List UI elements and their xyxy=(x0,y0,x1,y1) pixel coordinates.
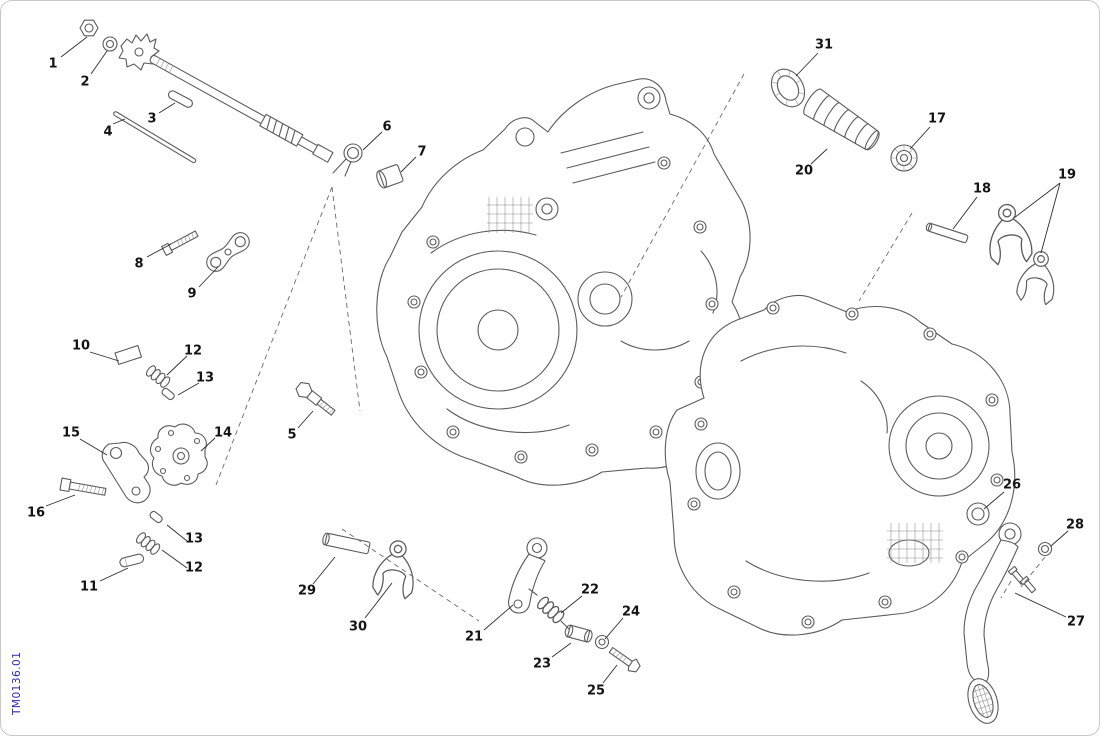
crankcase-right xyxy=(664,294,1016,636)
part-28-washer xyxy=(1037,541,1053,557)
part-19-shift-fork-a xyxy=(984,201,1034,266)
part-label-21: 21 xyxy=(464,629,484,645)
drawing-code: TM0136.01 xyxy=(11,651,23,715)
part-label-31: 31 xyxy=(814,37,834,53)
part-23-spacer xyxy=(564,624,593,643)
part-label-4: 4 xyxy=(103,124,113,140)
part-11-pin xyxy=(119,553,145,568)
part-label-2: 2 xyxy=(80,74,90,90)
part-label-12-a: 12 xyxy=(183,343,203,359)
part-label-6: 6 xyxy=(382,119,392,135)
part-14-cam-star xyxy=(149,423,208,486)
part-1-nut xyxy=(79,19,99,37)
part-12-spring-a xyxy=(144,363,172,390)
rib-hatch-center xyxy=(487,197,533,233)
part-label-14: 14 xyxy=(213,425,233,441)
part-7-roller xyxy=(376,164,404,189)
part-label-11: 11 xyxy=(79,579,99,595)
part-4-blade xyxy=(113,111,197,164)
leader-lines xyxy=(45,36,1069,684)
part-21-lever xyxy=(508,537,548,614)
part-2-washer xyxy=(102,36,118,52)
part-label-10: 10 xyxy=(71,338,91,354)
part-label-19: 19 xyxy=(1057,167,1077,183)
part-label-12-b: 12 xyxy=(184,560,204,576)
part-label-13-b: 13 xyxy=(184,531,204,547)
part-label-28: 28 xyxy=(1065,517,1085,533)
part-label-26: 26 xyxy=(1002,477,1022,493)
part-label-27: 27 xyxy=(1066,614,1086,630)
part-label-30: 30 xyxy=(348,619,368,635)
part-9-plate xyxy=(206,232,250,272)
assembly-dashed-lines xyxy=(215,73,1046,622)
part-5-bolt xyxy=(295,381,336,416)
part-6-return-spring xyxy=(332,143,363,177)
rib-hatch-right xyxy=(887,523,943,563)
part-label-3: 3 xyxy=(147,111,157,127)
part-label-5: 5 xyxy=(287,427,297,443)
part-8-bolt xyxy=(161,230,199,256)
part-label-25: 25 xyxy=(586,683,606,699)
part-label-23: 23 xyxy=(532,656,552,672)
part-3-pin xyxy=(167,90,193,108)
part-pawl-sector xyxy=(118,33,160,71)
part-16-bolt xyxy=(59,477,107,496)
part-17-bearing xyxy=(890,144,918,172)
part-19-shift-fork-b xyxy=(1014,248,1061,307)
part-31-bearing-race xyxy=(770,68,806,108)
part-label-18: 18 xyxy=(972,181,992,197)
part-label-16: 16 xyxy=(26,505,46,521)
part-label-7: 7 xyxy=(417,144,427,160)
part-20-desmo-drum xyxy=(803,88,880,151)
part-label-8: 8 xyxy=(134,256,144,272)
part-label-1: 1 xyxy=(48,56,58,72)
part-30-shift-fork xyxy=(370,537,420,601)
part-shift-shaft xyxy=(149,55,334,163)
part-26-seal xyxy=(966,502,990,526)
part-27-gear-lever xyxy=(963,522,1037,724)
part-label-13-a: 13 xyxy=(195,370,215,386)
part-18-fork-shaft xyxy=(925,222,969,244)
part-label-20: 20 xyxy=(794,163,814,179)
part-label-15: 15 xyxy=(61,425,81,441)
part-label-24: 24 xyxy=(621,604,641,620)
part-10-block xyxy=(114,345,143,365)
part-label-9: 9 xyxy=(187,286,197,302)
part-label-17: 17 xyxy=(927,111,947,127)
part-15-selector-plate xyxy=(101,441,151,504)
part-13-detent-b xyxy=(148,509,164,525)
part-label-22: 22 xyxy=(580,582,600,598)
part-12-spring-b xyxy=(134,530,162,557)
part-29-fork-shaft xyxy=(322,532,371,555)
part-13-detent-a xyxy=(160,386,176,402)
crankcase-center xyxy=(376,78,751,486)
part-25-bolt xyxy=(608,646,641,673)
part-22-spring xyxy=(528,588,570,630)
part-label-29: 29 xyxy=(297,583,317,599)
